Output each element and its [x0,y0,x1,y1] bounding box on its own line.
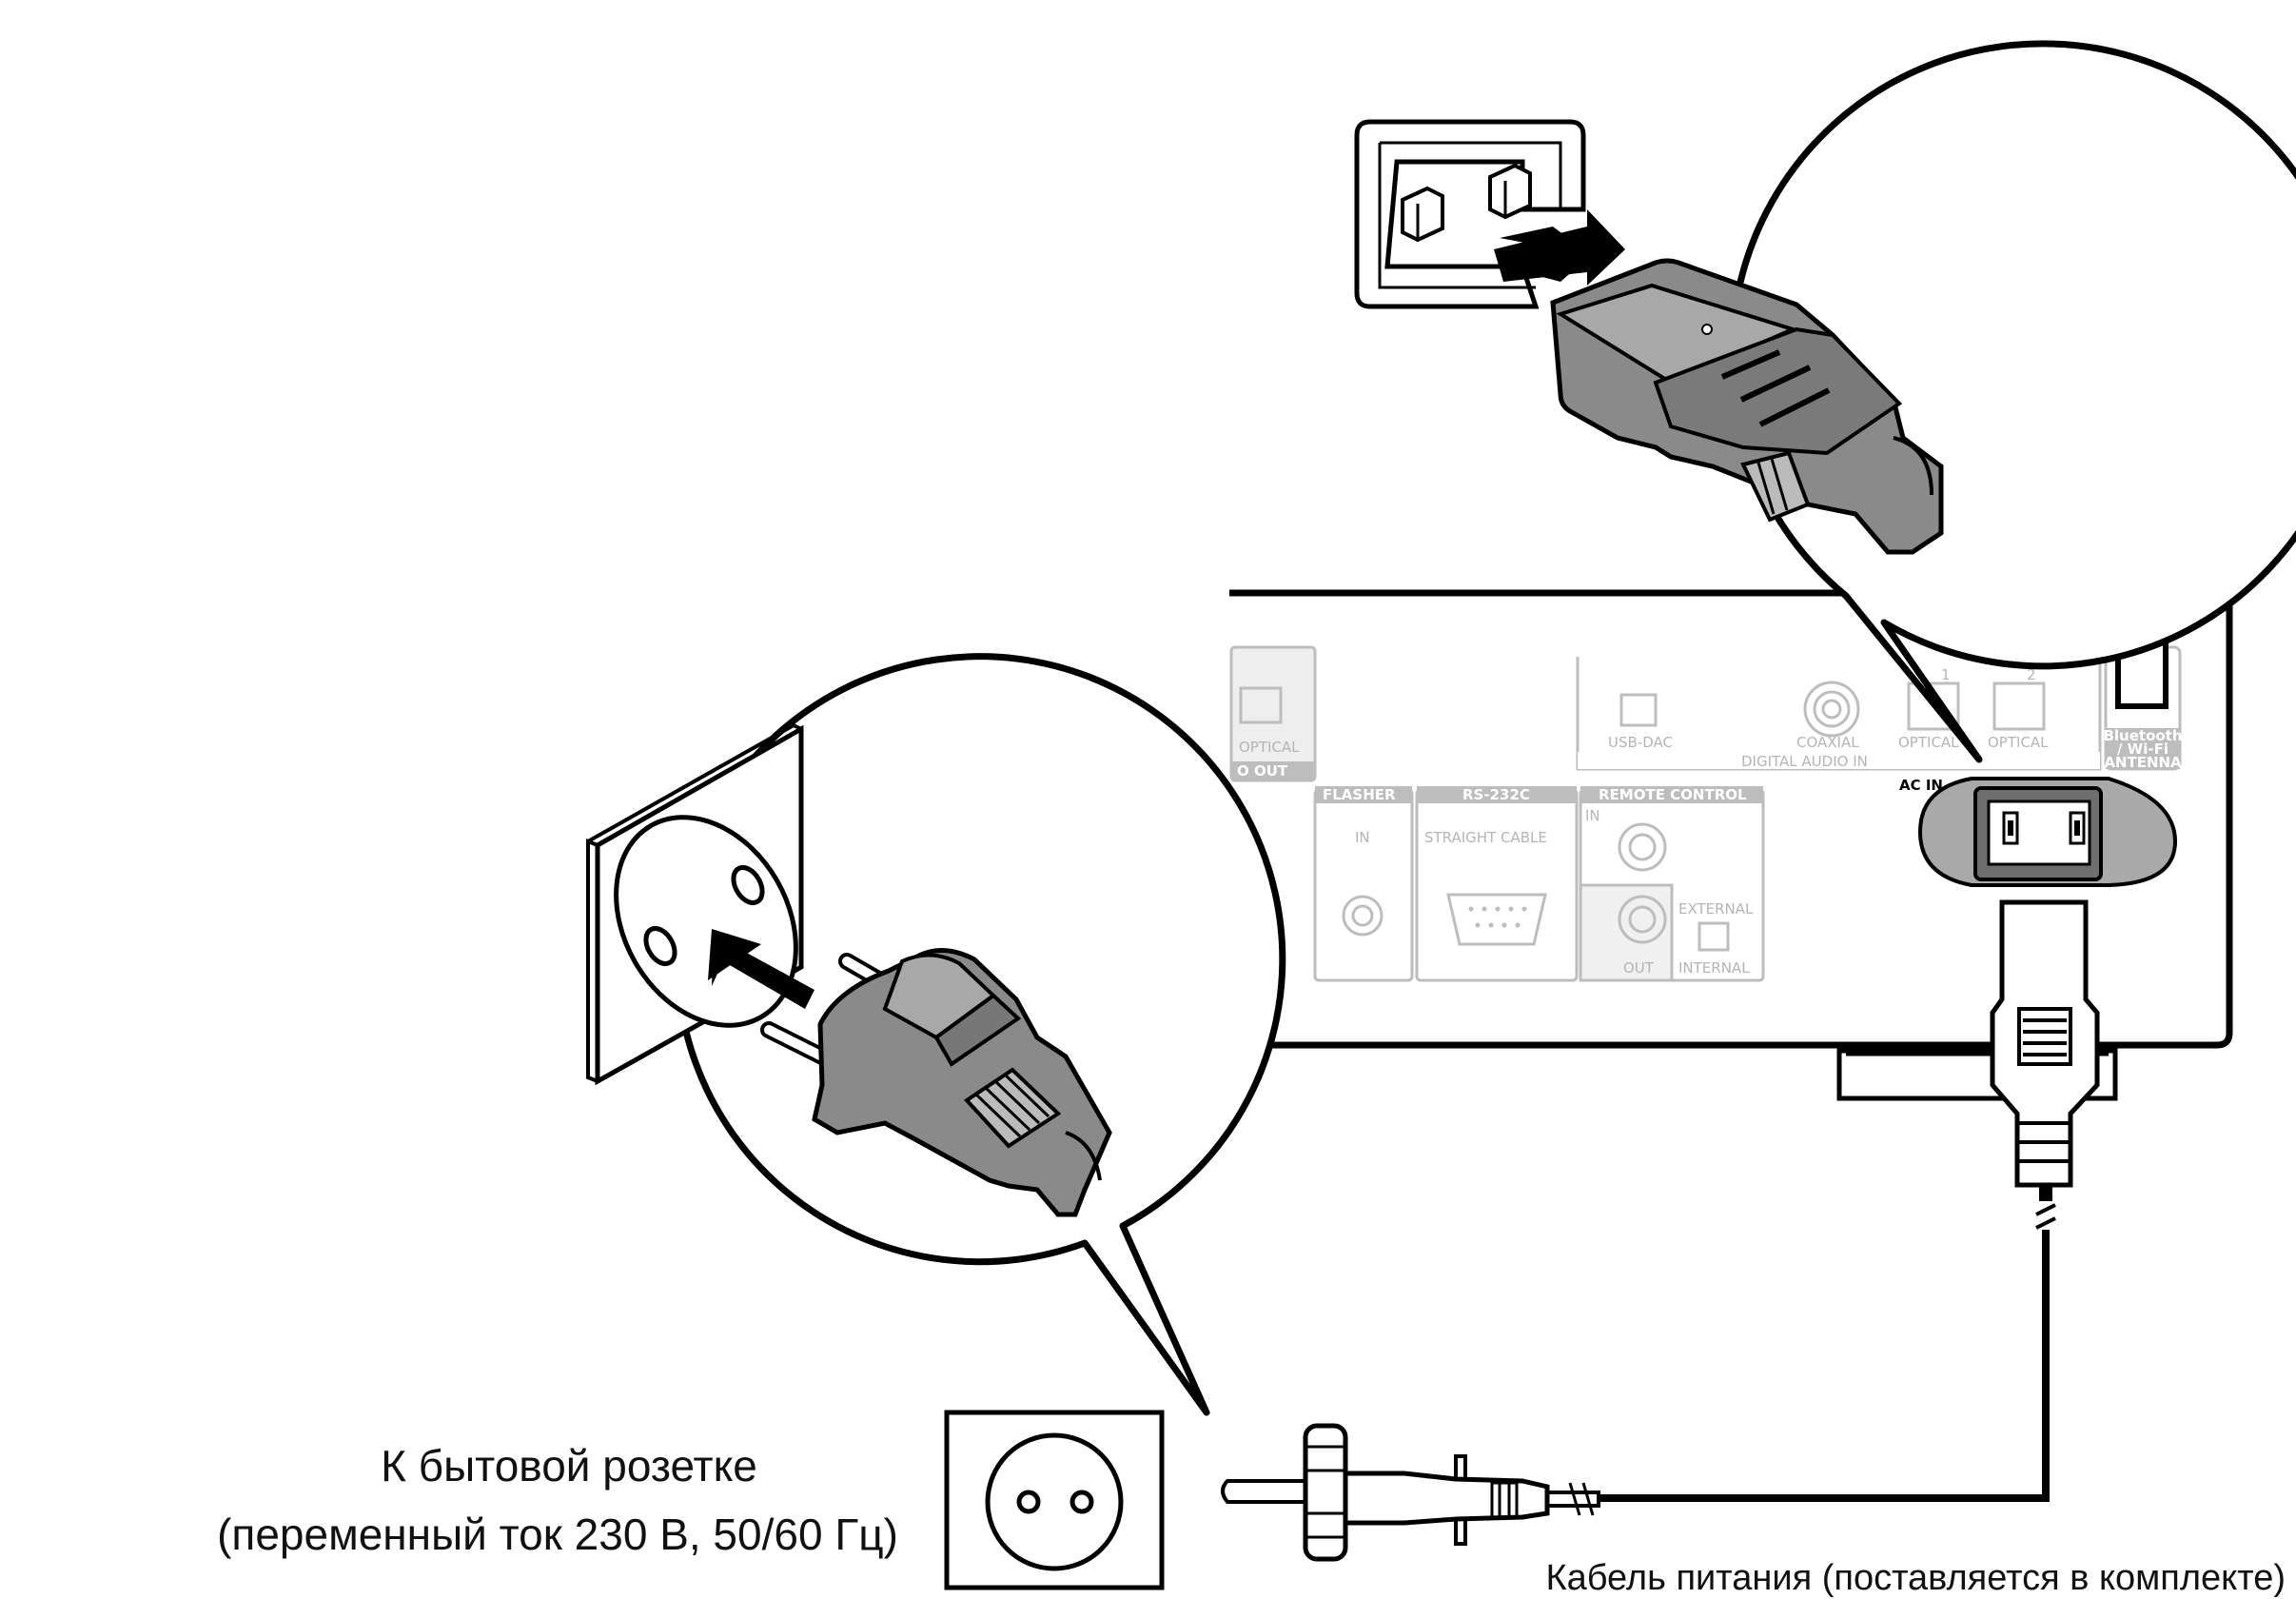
coaxial-label: COAXIAL [1796,734,1859,751]
detail-bubble-ac-connector [1354,40,2296,763]
flasher-in-label: IN [1355,829,1370,846]
remote-control-label: REMOTE CONTROL [1599,786,1747,803]
cable-caption: Кабель питания (поставляется в комплекте… [1545,1558,2286,1598]
rs232c-label: RS-232C [1462,786,1530,803]
digital-audio-in-label: DIGITAL AUDIO IN [1741,753,1868,770]
ac-cable-plug [1599,899,2100,1502]
optical1-label: OPTICAL [1898,734,1959,751]
optical1-number: 1 [1941,666,1951,683]
wall-plug-side [1221,1423,1600,1562]
optical2-number: 2 [2027,666,2036,683]
optical2-label: OPTICAL [1988,734,2049,751]
optical-out-label: OPTICAL [1239,739,1300,756]
antenna-label-line2: / Wi-Fi [2117,740,2168,758]
outlet-caption-line2: (переменный ток 230 В, 50/60 Гц) [217,1510,898,1559]
remote-in-label: IN [1585,807,1600,824]
detail-bubble-wall-socket [586,653,1286,1416]
outlet-caption-line1: К бытовой розетке [381,1441,757,1491]
audio-out-label: O OUT [1237,762,1288,780]
straight-cable-label: STRAIGHT CABLE [1424,829,1547,846]
usb-dac-label: USB-DAC [1608,734,1673,751]
antenna-label-line3: ANTENNA [2104,754,2182,771]
external-label: EXTERNAL [1678,900,1754,918]
ac-in-label: AC IN [1899,777,1943,794]
remote-out-label: OUT [1623,959,1655,977]
wall-socket-front [944,1410,1165,1590]
internal-label: INTERNAL [1678,959,1750,977]
antenna-label-line1: Bluetooth [2103,727,2182,744]
ac-inlet [1917,777,2178,887]
flasher-label: FLASHER [1323,786,1396,803]
